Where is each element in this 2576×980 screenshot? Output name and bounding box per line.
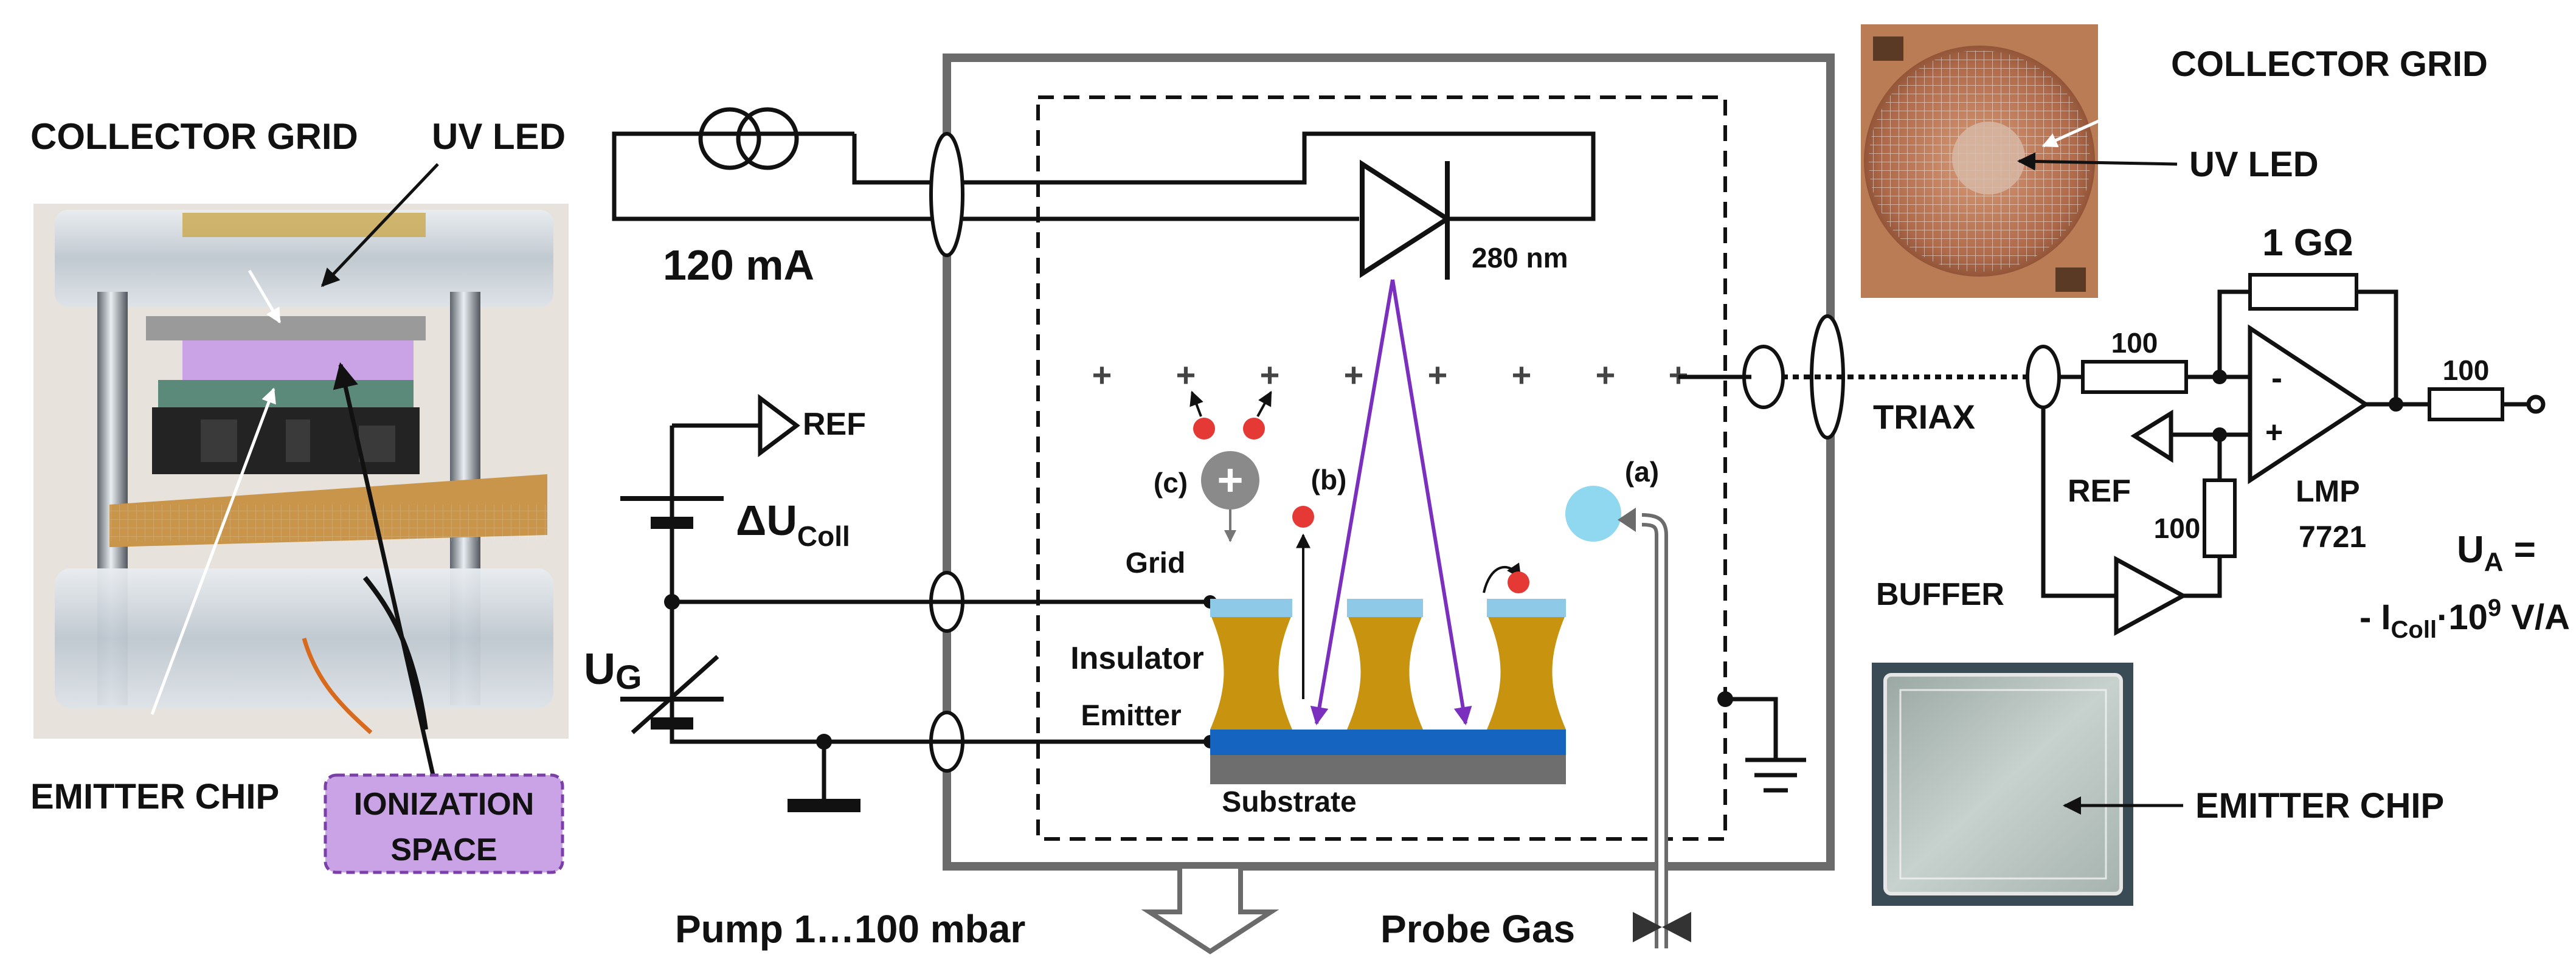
transimpedance-amplifier [2041, 289, 2546, 636]
emitter-chip-photo [1872, 663, 2133, 906]
output-voltage-label: UA = [2457, 529, 2536, 577]
electron-2 [1243, 418, 1265, 440]
label-collector-grid-left: COLLECTOR GRID [30, 116, 358, 157]
pump-label: Pump 1…100 mbar [675, 907, 1025, 951]
amp-node-3 [2389, 397, 2403, 412]
electron-emitted [1508, 571, 1529, 593]
label-a: (a) [1625, 456, 1659, 488]
insulator-label: Insulator [1070, 641, 1204, 676]
formula-sub: Coll [2391, 616, 2437, 643]
collector-plus-3: + [1260, 356, 1280, 394]
ionization-space-line-2: SPACE [390, 832, 497, 868]
probe-gas-pipe [1618, 508, 1668, 948]
opamp-plus: + [2265, 415, 2283, 449]
ua-sub: A [2484, 547, 2504, 577]
pump-arrow [1141, 864, 1279, 954]
ug-main: U [584, 645, 615, 694]
formula-sup: 9 [2488, 595, 2501, 621]
amp-node-1 [2212, 370, 2227, 384]
formula-c: V/A [2501, 598, 2570, 637]
label-collector-grid-right: COLLECTOR GRID [2171, 44, 2488, 84]
resistor-in-label: 100 [2111, 327, 2158, 359]
formula-b: ·10 [2437, 598, 2488, 637]
collector-grid-row: + + + + + + + + [1092, 356, 1689, 394]
opamp-minus: - [2271, 360, 2282, 396]
collector-plus-1: + [1092, 356, 1112, 394]
probe-gas-label: Probe Gas [1380, 907, 1575, 951]
output-formula: - IColl·109 V/A [2360, 595, 2570, 643]
collector-plus-5: + [1428, 356, 1448, 394]
delta-u-main: ΔU [736, 497, 797, 544]
emitter-layer [1210, 730, 1566, 755]
ion-plus-sign: + [1217, 455, 1243, 505]
ua-eq: = [2504, 529, 2536, 571]
ground-symbol [1725, 697, 1806, 793]
ref-triangle-right [2130, 409, 2173, 463]
grid-label: Grid [1126, 547, 1186, 579]
ionization-space-box: IONIZATION SPACE [324, 773, 564, 874]
opamp-label-2: 7721 [2299, 520, 2366, 554]
amp-node-2 [2212, 427, 2227, 442]
substrate-label: Substrate [1222, 786, 1356, 818]
probe-gas-valve [1633, 912, 1691, 942]
bias-circuit [620, 423, 1210, 812]
uv-rays [1310, 279, 1472, 725]
ionization-space-line-1: IONIZATION [354, 787, 535, 822]
resistor-feedback [2248, 273, 2358, 311]
resistor-buffer [2203, 478, 2237, 558]
resistor-out-label: 100 [2443, 354, 2490, 386]
sensor-photo-left [33, 163, 569, 797]
opamp-label-1: LMP [2296, 474, 2360, 508]
ua-main: U [2457, 529, 2484, 571]
ground-node [1717, 691, 1733, 707]
ground-shield [1036, 95, 1727, 841]
collector-plus-6: + [1512, 356, 1532, 394]
resistor-feedback-label: 1 GΩ [2262, 222, 2353, 264]
uv-led-diode [1360, 159, 1452, 280]
ug-label: UG [584, 645, 642, 696]
label-emitter-chip-right: EMITTER CHIP [2195, 786, 2444, 826]
substrate-layer [1210, 754, 1566, 784]
ref-label-left: REF [803, 407, 866, 442]
collector-plus-4: + [1344, 356, 1364, 394]
label-uv-led-right: UV LED [2189, 145, 2319, 184]
label-b: (b) [1311, 464, 1347, 495]
grid-caps [1210, 599, 1566, 617]
delta-u-sub: Coll [797, 520, 850, 552]
ref-triangle-left [758, 394, 800, 457]
vacuum-housing [943, 53, 1835, 871]
triax-label: TRIAX [1873, 398, 1975, 436]
resistor-out [2428, 387, 2504, 421]
insulator-pillars [1210, 614, 1566, 730]
buffer-label: BUFFER [1876, 577, 2004, 612]
label-uv-led-left: UV LED [432, 116, 566, 157]
wavelength-label: 280 nm [1472, 242, 1568, 274]
electron-b [1292, 506, 1314, 528]
ion-process: + [1189, 390, 1621, 699]
collector-plus-2: + [1176, 356, 1196, 394]
label-c: (c) [1154, 467, 1188, 499]
current-label: 120 mA [663, 241, 814, 289]
gas-molecule [1565, 486, 1621, 542]
resistor-in [2081, 360, 2188, 394]
positive-ion [1201, 451, 1259, 509]
formula-a: - I [2360, 598, 2391, 637]
emitter-label: Emitter [1081, 700, 1181, 732]
ref-label-right: REF [2068, 474, 2131, 509]
electron-1 [1193, 418, 1215, 440]
ug-sub: G [615, 658, 642, 696]
delta-u-coll-label: ΔUColl [736, 497, 850, 552]
current-source [612, 107, 1596, 221]
bias-node-2 [816, 734, 832, 750]
resistor-buffer-label: 100 [2154, 512, 2201, 544]
led-photo-right [1861, 24, 2098, 298]
bias-node-1 [664, 594, 680, 610]
collector-plus-7: + [1596, 356, 1616, 394]
label-emitter-chip-left: EMITTER CHIP [30, 777, 279, 816]
